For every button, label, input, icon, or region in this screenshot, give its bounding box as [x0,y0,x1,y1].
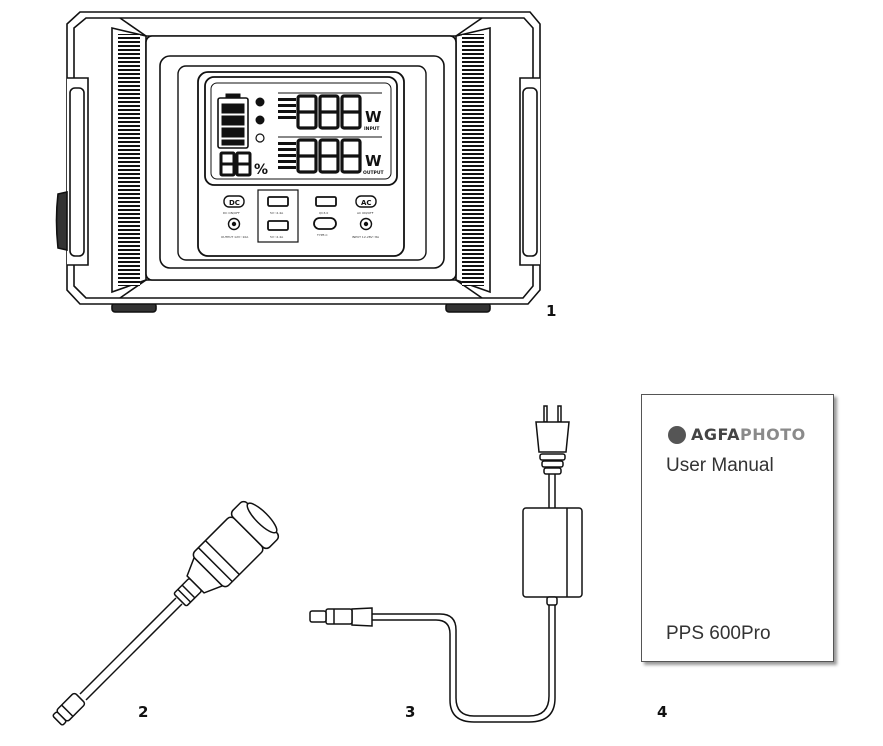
brand-part1: AGFA [691,425,740,444]
qc-label: QC3.0 [319,211,328,215]
usb-top-label: 5V⎓2.4A [270,211,284,215]
item-number-1: 1 [546,302,556,320]
typec-label: TYPE-C [316,233,328,237]
brand-logo: AGFA PHOTO [668,425,806,444]
usb-bottom-label: 5V⎓2.4A [270,235,284,239]
lcd-display [217,92,382,177]
output-label: OUTPUT [363,170,385,176]
manual-title: User Manual [666,455,774,476]
agfa-logo-icon [668,425,686,444]
percent-symbol: % [254,162,268,178]
input-label: INPUT [364,126,380,132]
port-panel [223,189,377,243]
ac-adapter [309,405,583,723]
item-number-2: 2 [138,703,148,721]
item-number-3: 3 [405,703,415,721]
output-unit: W [365,152,382,170]
car-socket-adapter [52,500,280,726]
manual-model: PPS 600Pro [666,623,771,644]
input-dc-label: INPUT 12-28V⎓8A [352,235,380,239]
dc-button-label: DC [229,199,240,207]
brand-part2: PHOTO [740,425,806,444]
ac-onoff-label: AC ON/OFF [357,211,374,215]
dc-onoff-label: DC ON/OFF [223,211,240,215]
item-number-4: 4 [657,703,667,721]
output-dc-label: OUTPUT 12V⎓10A [221,235,249,239]
input-unit: W [365,108,382,126]
user-manual-booklet: AGFA PHOTO User Manual PPS 600Pro [641,394,834,662]
power-station [55,11,541,313]
ac-button-label: AC [361,199,372,207]
